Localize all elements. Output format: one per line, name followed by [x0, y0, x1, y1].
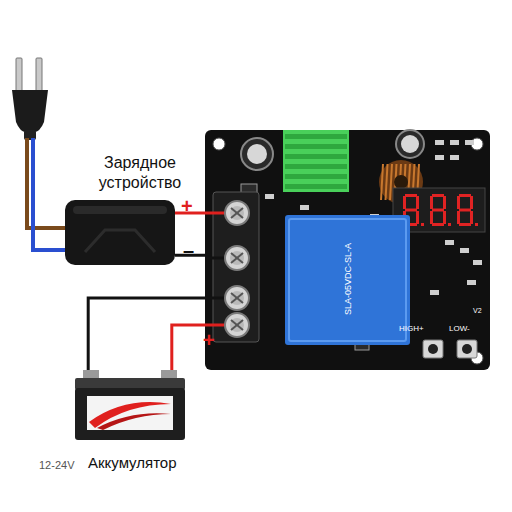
relay-marking: SLA-05VDC-SL-A	[342, 219, 354, 340]
battery-label: Аккумулятор	[88, 454, 198, 472]
wire	[175, 254, 205, 257]
battery-body	[75, 370, 185, 440]
wire	[175, 212, 205, 215]
battery-box: 12-24VАккумулятор	[75, 370, 185, 440]
polarity-sign: –	[183, 240, 194, 260]
wire	[172, 325, 205, 370]
button-label: HIGH+	[399, 324, 439, 334]
polarity-sign: +	[181, 196, 193, 216]
board-marking: V2	[473, 306, 489, 315]
polarity-sign: +	[203, 330, 215, 350]
mains-wire-blue	[33, 138, 66, 250]
mains-plug	[12, 58, 48, 140]
control-board	[205, 130, 490, 370]
voltage-label: 12-24V	[39, 458, 87, 472]
battery-box-shape	[75, 370, 185, 440]
relay-box: SLA-05VDC-SL-A	[285, 215, 410, 345]
charger-box: Зарядное устройство	[65, 200, 175, 265]
control-board: SLA-05VDC-SL-A HIGH+ LOW- V2	[205, 130, 490, 370]
charger-box-shape	[65, 200, 175, 265]
wire	[88, 298, 205, 370]
charger-label: Зарядное устройство	[75, 153, 205, 193]
charger-body	[65, 200, 175, 265]
relay-body	[285, 215, 410, 345]
button-label: LOW-	[449, 324, 483, 334]
